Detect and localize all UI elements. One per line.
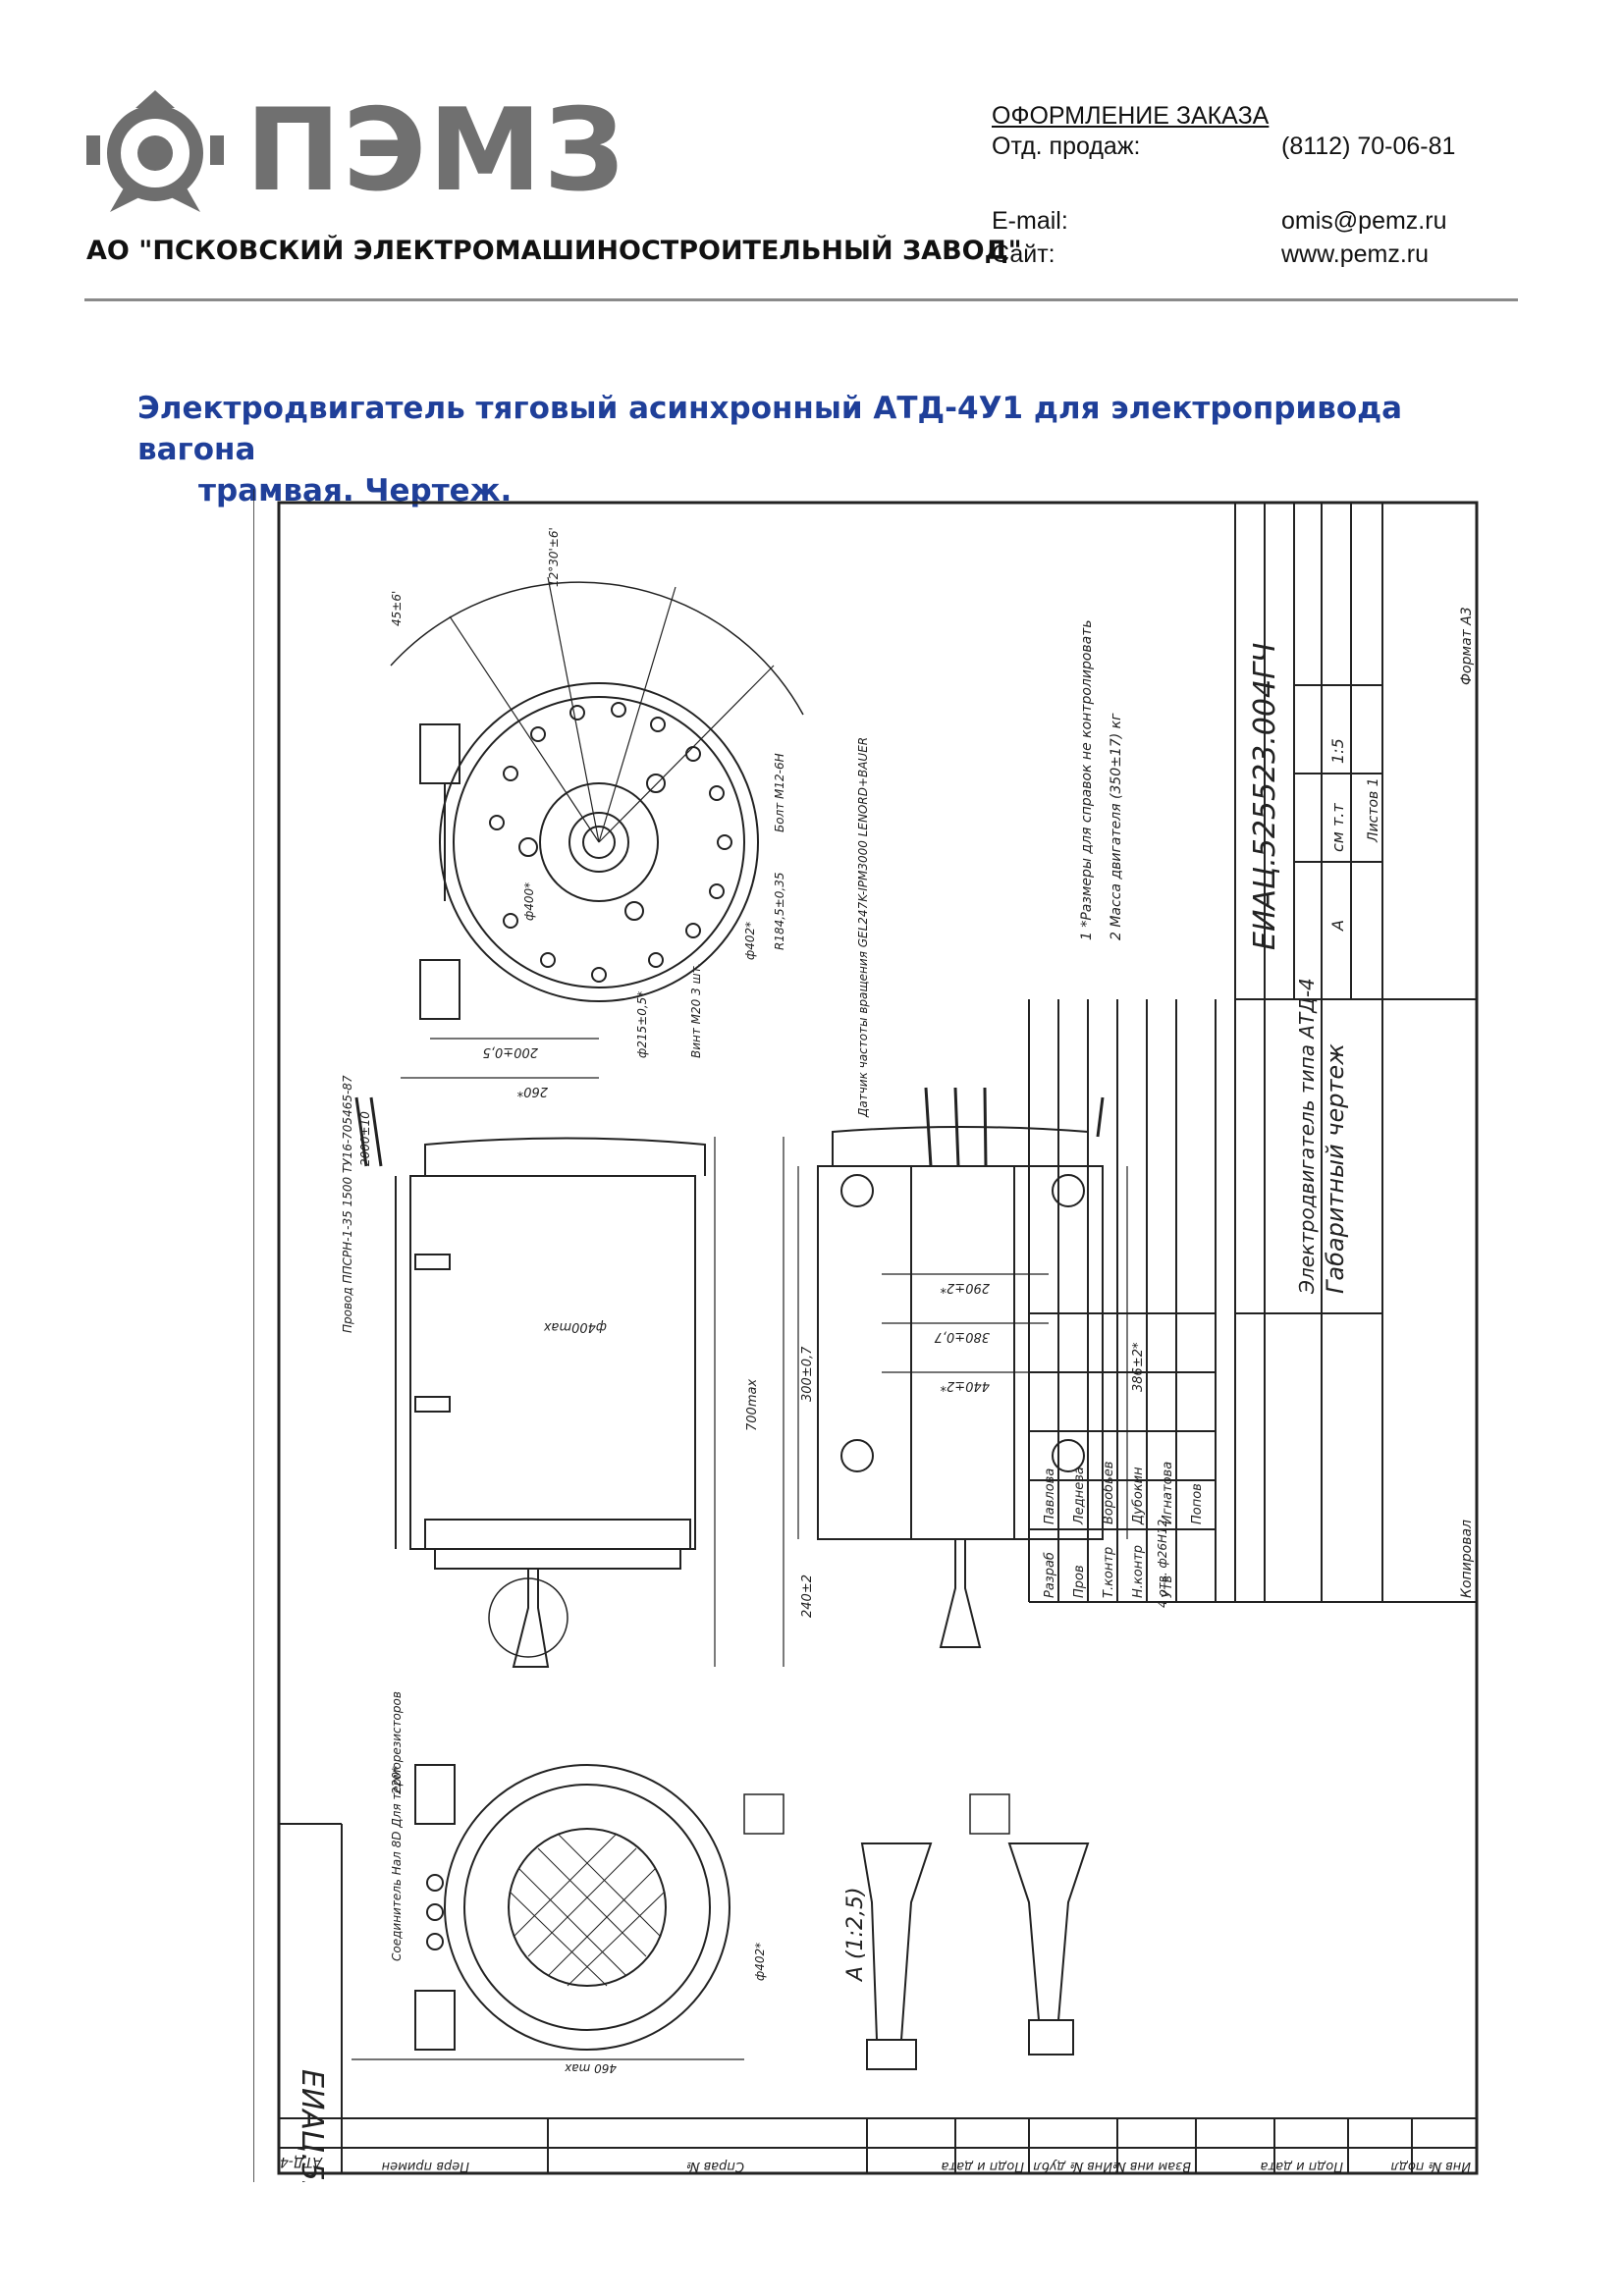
drawing-format: Формат А3 xyxy=(1459,607,1475,685)
dim-700: 700max xyxy=(745,1379,760,1431)
header-divider xyxy=(84,298,1518,301)
dim-d402b: ф402* xyxy=(753,1943,767,1981)
dim-300: 300±0,7 xyxy=(800,1346,815,1402)
role-3: Т.контр xyxy=(1102,1547,1116,1598)
dim-2000: 2000±10 xyxy=(358,1111,372,1166)
left-cell-2: Справ № xyxy=(686,2159,744,2173)
dim-angle-45: 45±6' xyxy=(390,591,404,626)
bottom-cell-1: Инв № подл xyxy=(1391,2159,1471,2173)
drawing-name-2: Габаритный чертеж xyxy=(1322,1043,1349,1294)
dim-d400: ф400max xyxy=(543,1319,607,1334)
dim-angle-12: 12°30'±6' xyxy=(547,527,561,587)
name-2: Леднева xyxy=(1072,1467,1087,1525)
name-4: Дубокин xyxy=(1131,1467,1146,1525)
dim-d400b: ф400* xyxy=(522,882,536,921)
first-use: АТД-4 xyxy=(280,2154,323,2169)
drawing-copied: Копировал xyxy=(1459,1520,1475,1598)
connector-label: Соединитель Нал 8D Для терморезисторов xyxy=(390,1691,404,1961)
role-5: Утв xyxy=(1161,1575,1175,1598)
dim-240: 240±2 xyxy=(800,1575,815,1618)
drawing-scale: 1:5 xyxy=(1328,738,1347,764)
site-label: Сайт: xyxy=(992,240,1055,268)
drawing-sheets: Листов 1 xyxy=(1366,777,1381,843)
name-5: Игнатова xyxy=(1161,1462,1175,1524)
view-a-label: А (1:2,5) xyxy=(843,1887,868,1983)
dim-d402: ф402* xyxy=(743,922,757,960)
company-logo xyxy=(86,90,224,212)
email-link[interactable]: omis@pemz.ru xyxy=(1281,207,1447,235)
drawing-note-2: 2 Масса двигателя (350±17) кг xyxy=(1109,713,1124,940)
drawing-name-1: Электродвигатель типа АТД-4 xyxy=(1295,978,1319,1295)
dim-260: 260* xyxy=(516,1084,548,1098)
drawing-mass: см т.т xyxy=(1328,803,1347,852)
drawing-lit: А xyxy=(1328,920,1347,932)
bottom-cell-3: Взам инв № xyxy=(1112,2159,1191,2173)
designation-main: ЕИАЦ.525523.004ГЧ xyxy=(1248,643,1282,950)
site-row: Сайт: www.pemz.ru xyxy=(992,240,1455,274)
technical-drawing: ЕИАЦ.525523.004ГЧ Электродвигатель типа … xyxy=(253,489,1479,2182)
sales-phone: (8112) 70-06-81 xyxy=(1281,133,1456,160)
name-1: Павлова xyxy=(1043,1468,1057,1524)
company-name: АО "ПСКОВСКИЙ ЭЛЕКТРОМАШИНОСТРОИТЕЛЬНЫЙ … xyxy=(86,236,1022,266)
document-title: Электродвигатель тяговый асинхронный АТД… xyxy=(137,388,1512,511)
dim-290: 290±2* xyxy=(940,1280,990,1295)
bottom-cell-4: Инв № дубл xyxy=(1033,2159,1112,2173)
sales-row: Отд. продаж: (8112) 70-06-81 xyxy=(992,133,1455,166)
contacts-block: ОФОРМЛЕНИЕ ЗАКАЗА Отд. продаж: (8112) 70… xyxy=(992,102,1455,274)
name-6: Попов xyxy=(1190,1483,1205,1524)
dim-holes: 4 отв. ф26Н12 xyxy=(1156,1520,1169,1608)
sales-label: Отд. продаж: xyxy=(992,133,1141,160)
dim-bolt: Болт М12-6H xyxy=(773,753,786,832)
role-1: Разраб xyxy=(1043,1552,1057,1598)
dim-460: 460 max xyxy=(564,2061,617,2075)
dim-386: 386±2* xyxy=(1131,1342,1146,1392)
drawing-note-1: 1 *Размеры для справок не контролировать xyxy=(1079,619,1095,940)
logo-text: ПЭМЗ xyxy=(245,84,627,217)
dim-380: 380±0,7 xyxy=(934,1329,990,1344)
left-cell-1: Перв примен xyxy=(381,2159,469,2173)
name-3: Воробьев xyxy=(1102,1462,1116,1524)
email-label: E-mail: xyxy=(992,207,1068,235)
sensor-label: Датчик частоты вращения GEL247K-IPM3000 … xyxy=(856,737,870,1118)
designation-side: ЕИАЦ.525523.004ГЧ xyxy=(295,2069,329,2182)
title-line-1: Электродвигатель тяговый асинхронный АТД… xyxy=(137,391,1403,467)
bottom-cell-2: Подп и дата xyxy=(1261,2159,1343,2173)
dim-r184: R184,5±0,35 xyxy=(773,873,786,950)
site-link[interactable]: www.pemz.ru xyxy=(1281,240,1430,268)
dim-200: 200±0,5 xyxy=(483,1044,538,1059)
order-title[interactable]: ОФОРМЛЕНИЕ ЗАКАЗА xyxy=(992,102,1270,130)
bottom-cell-5: Подп и дата xyxy=(942,2159,1024,2173)
dim-d215: ф215±0,5* xyxy=(635,991,649,1058)
dim-440: 440±2* xyxy=(940,1378,990,1393)
role-4: Н.контр xyxy=(1131,1545,1146,1598)
email-row: E-mail: omis@pemz.ru xyxy=(992,207,1455,240)
role-2: Пров xyxy=(1072,1565,1087,1598)
dim-220: 220* xyxy=(390,1766,404,1794)
wire-label: Провод ППСРН-1-35 1500 ТУ16-705465-87 xyxy=(341,1075,354,1333)
dim-screw: Винт М20 3 шт. xyxy=(689,963,703,1058)
